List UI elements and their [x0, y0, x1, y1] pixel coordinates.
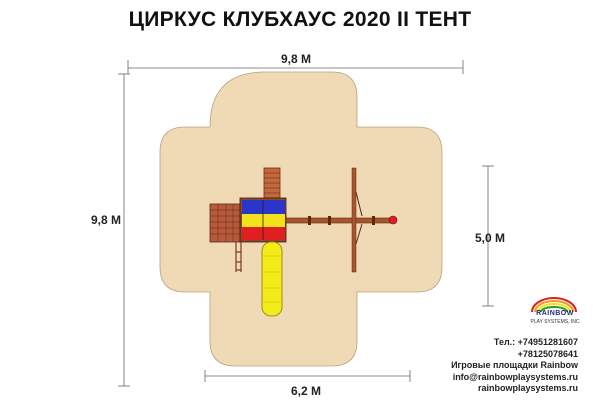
side-ladder: [235, 242, 242, 272]
top-width-label: 9,8 М: [281, 52, 312, 66]
page-title: ЦИРКУС КЛУБХАУС 2020 II ТЕНТ: [128, 8, 472, 31]
right-height-label: 5,0 М: [475, 231, 506, 245]
contact-company: Игровые площадки Rainbow: [451, 360, 578, 371]
contact-email[interactable]: info@rainbowplaysystems.ru: [452, 371, 578, 382]
bottom-width-label: 6,2 М: [291, 384, 322, 398]
rainbow-logo-arcs: [531, 297, 577, 313]
clubhouse-tent: [239, 197, 287, 243]
swing-beam: [285, 167, 398, 273]
logo-tagline: PLAY SYSTEMS, INC: [530, 319, 580, 325]
ladder: [263, 167, 281, 199]
climbing-wall: [209, 203, 241, 243]
tube-slide: [261, 241, 283, 317]
contact-phone-1: Тел.: +74951281607: [493, 337, 578, 347]
contact-website[interactable]: rainbowplaysystems.ru: [477, 383, 578, 394]
left-height-label: 9,8 М: [91, 213, 122, 227]
contact-block: Тел.: +74951281607 +78125078641 Игровые …: [451, 337, 578, 395]
rainbow-logo: RAINBOW PLAY SYSTEMS, INC: [522, 291, 588, 333]
contact-phone-2: +78125078641: [517, 348, 578, 359]
logo-name: RAINBOW: [536, 310, 574, 317]
